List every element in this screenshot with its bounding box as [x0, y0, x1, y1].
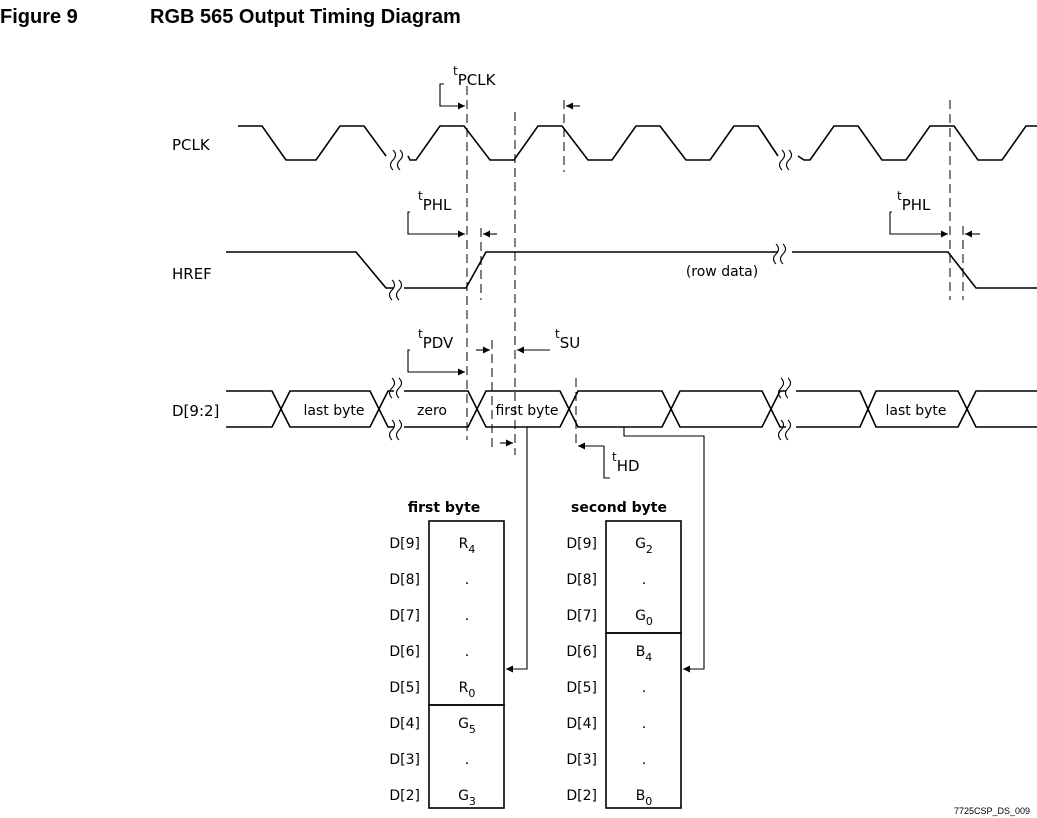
- first-byte-table: first byte D[9] R4D[8]. D[7]. D[6]. D[5] R0D[…: [389, 500, 505, 809]
- bit-value: .: [642, 752, 646, 768]
- figure-title: RGB 565 Output Timing Diagram: [150, 6, 461, 28]
- bit-value: R0: [459, 680, 476, 700]
- tphl-right-annotation: tPHL: [889, 189, 980, 238]
- thd-label: tHD: [612, 450, 640, 475]
- tphl-right-label: tPHL: [897, 189, 931, 214]
- first-byte-lower-box: [428, 704, 505, 809]
- bit-value: G2: [635, 536, 653, 556]
- pin-label: D[7]: [566, 608, 597, 624]
- href-label: HREF: [172, 265, 212, 283]
- bit-value: .: [642, 572, 646, 588]
- tphl-left-annotation: tPHL: [407, 189, 497, 238]
- bit-value: R4: [459, 536, 476, 556]
- first-byte-title: first byte: [408, 500, 481, 516]
- pin-label: D[4]: [389, 716, 420, 732]
- pclk-break-icon: [389, 149, 793, 171]
- zero-label: zero: [417, 403, 447, 419]
- byte-connectors: [506, 427, 705, 673]
- href-waveform: (row data): [226, 243, 1037, 301]
- tpdv-annotation: tPDV: [407, 327, 490, 376]
- document-id: 7725CSP_DS_009: [954, 806, 1030, 816]
- pin-label: D[6]: [389, 644, 420, 660]
- timing-reference-lines: [466, 86, 964, 455]
- pin-label: D[2]: [566, 788, 597, 804]
- tphl-left-label: tPHL: [418, 189, 452, 214]
- pin-label: D[8]: [389, 572, 420, 588]
- pin-label: D[2]: [389, 788, 420, 804]
- last-byte-label-1: last byte: [304, 403, 365, 419]
- bit-value: B4: [636, 644, 653, 664]
- tsu-annotation: tSU: [500, 327, 580, 447]
- second-byte-table: second byte D[9] G2D[8]. D[7] G0D[6] B4D[5].…: [566, 500, 682, 809]
- data-bus-label: D[9:2]: [172, 402, 219, 420]
- thd-annotation: tHD: [578, 442, 640, 479]
- data-break-icon: [388, 377, 792, 441]
- pin-label: D[5]: [389, 680, 420, 696]
- pin-label: D[9]: [566, 536, 597, 552]
- figure-number: Figure 9: [0, 6, 78, 28]
- bit-value: .: [465, 752, 469, 768]
- pin-label: D[9]: [389, 536, 420, 552]
- bit-value: G3: [458, 788, 476, 808]
- pin-label: D[3]: [566, 752, 597, 768]
- bit-value: G5: [458, 716, 476, 736]
- bit-value: B0: [636, 788, 653, 808]
- bit-value: .: [642, 716, 646, 732]
- second-byte-lower-box: [605, 632, 682, 809]
- href-break-icon: [388, 243, 787, 301]
- pclk-label: PCLK: [172, 136, 211, 154]
- pin-label: D[7]: [389, 608, 420, 624]
- tpdv-label: tPDV: [418, 327, 454, 352]
- second-byte-title: second byte: [571, 500, 667, 516]
- bit-value: .: [465, 644, 469, 660]
- bit-value: G0: [635, 608, 653, 628]
- data-bus-waveform: last byte zero first byte last byte: [226, 377, 1037, 441]
- bit-value: .: [642, 680, 646, 696]
- pin-label: D[5]: [566, 680, 597, 696]
- pin-label: D[3]: [389, 752, 420, 768]
- bit-value: .: [465, 608, 469, 624]
- tpclk-label: tPCLK: [453, 64, 497, 89]
- pin-label: D[8]: [566, 572, 597, 588]
- row-data-label: (row data): [686, 264, 758, 280]
- pin-label: D[4]: [566, 716, 597, 732]
- bit-value: .: [465, 572, 469, 588]
- pclk-waveform: [238, 125, 1037, 171]
- pin-label: D[6]: [566, 644, 597, 660]
- first-byte-wave-label: first byte: [495, 403, 558, 419]
- tsu-label: tSU: [555, 327, 580, 352]
- tpclk-annotation: tPCLK: [439, 64, 580, 110]
- last-byte-label-2: last byte: [886, 403, 947, 419]
